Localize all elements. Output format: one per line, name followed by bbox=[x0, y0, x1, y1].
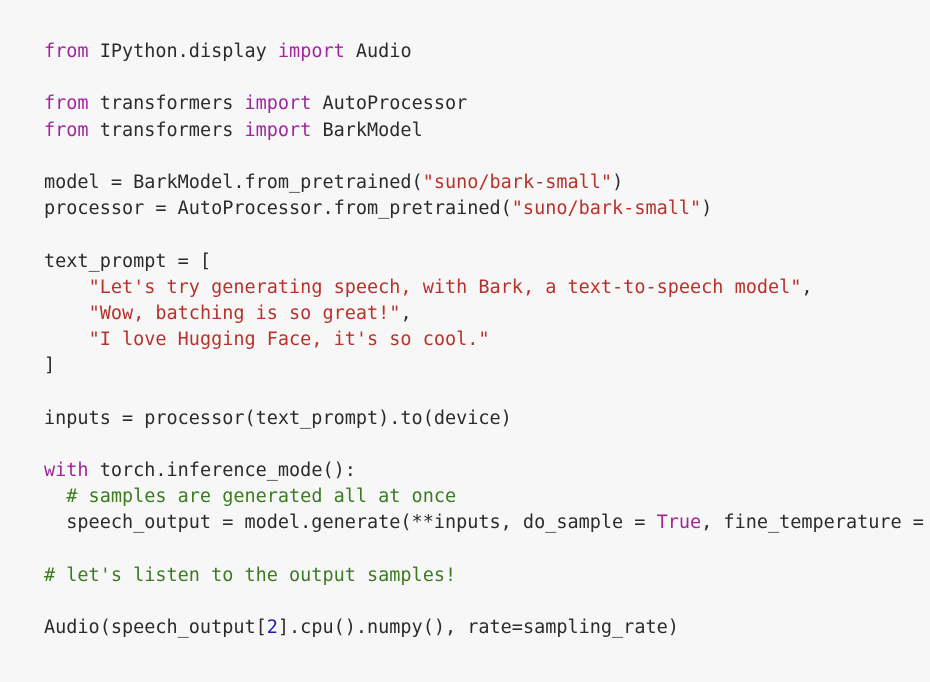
code-token: , bbox=[801, 276, 813, 298]
keyword-token: True bbox=[656, 512, 702, 534]
code-line: processor = AutoProcessor.from_pretraine… bbox=[44, 196, 930, 222]
code-line: # samples are generated all at once bbox=[44, 484, 930, 510]
code-token: inputs = processor(text_prompt).to(devic… bbox=[44, 407, 512, 429]
code-token: model = BarkModel.from_pretrained( bbox=[44, 171, 423, 193]
keyword-token: from bbox=[44, 41, 89, 62]
string-token: "suno/bark-small" bbox=[422, 171, 613, 193]
code-line bbox=[44, 65, 930, 91]
string-token: "Let's try generating speech, with Bark,… bbox=[88, 276, 802, 298]
string-token: "suno/bark-small" bbox=[511, 198, 702, 220]
number-token: 2 bbox=[266, 617, 278, 639]
code-line bbox=[44, 537, 930, 563]
code-line: ] bbox=[44, 353, 930, 379]
code-token: Audio bbox=[344, 41, 412, 62]
code-token bbox=[44, 329, 89, 350]
code-line: with torch.inference_mode(): bbox=[44, 458, 930, 484]
code-token bbox=[44, 486, 66, 507]
code-line: from transformers import BarkModel bbox=[44, 118, 930, 144]
code-line: from IPython.display import Audio bbox=[44, 39, 930, 65]
code-line bbox=[44, 222, 930, 248]
code-token: BarkModel bbox=[311, 119, 423, 141]
code-token: ) bbox=[701, 198, 713, 220]
code-line bbox=[44, 432, 930, 458]
comment-token: # let's listen to the output samples! bbox=[44, 564, 457, 586]
keyword-token: import bbox=[244, 119, 312, 141]
code-token: AutoProcessor bbox=[311, 93, 468, 115]
code-token: ] bbox=[44, 355, 56, 377]
code-token: speech_output = model.generate(**inputs,… bbox=[44, 512, 657, 534]
code-line: text_prompt = [ bbox=[44, 249, 930, 275]
code-token: IPython.display bbox=[88, 41, 278, 62]
code-line bbox=[44, 589, 930, 615]
string-token: "I love Hugging Face, it's so cool." bbox=[88, 329, 490, 351]
code-line: speech_output = model.generate(**inputs,… bbox=[44, 510, 930, 536]
comment-token: # samples are generated all at once bbox=[66, 486, 457, 508]
code-token: ) bbox=[612, 171, 624, 193]
keyword-token: import bbox=[244, 93, 312, 115]
code-token: , bbox=[400, 302, 412, 324]
keyword-token: with bbox=[44, 460, 89, 481]
code-token: ].cpu().numpy(), rate=sampling_rate) bbox=[277, 617, 679, 639]
code-line: from transformers import AutoProcessor bbox=[44, 91, 930, 117]
code-token bbox=[44, 303, 89, 324]
code-line: # let's listen to the output samples! bbox=[44, 563, 930, 589]
code-token: transformers bbox=[88, 119, 245, 141]
code-token: processor = AutoProcessor.from_pretraine… bbox=[44, 198, 512, 220]
keyword-token: import bbox=[277, 41, 345, 62]
code-line bbox=[44, 379, 930, 405]
code-token: transformers bbox=[88, 93, 245, 115]
code-line: "I love Hugging Face, it's so cool." bbox=[44, 327, 930, 353]
code-token: text_prompt = [ bbox=[44, 250, 212, 272]
code-line: "Wow, batching is so great!", bbox=[44, 301, 930, 327]
code-token: , fine_temperature = bbox=[701, 512, 930, 534]
code-line: "Let's try generating speech, with Bark,… bbox=[44, 275, 930, 301]
code-token bbox=[44, 277, 89, 298]
code-token: torch.inference_mode(): bbox=[88, 460, 356, 481]
code-line: Audio(speech_output[2].cpu().numpy(), ra… bbox=[44, 615, 930, 641]
keyword-token: from bbox=[44, 119, 89, 141]
code-token: Audio(speech_output[ bbox=[44, 617, 267, 639]
code-line: model = BarkModel.from_pretrained("suno/… bbox=[44, 170, 930, 196]
string-token: "Wow, batching is so great!" bbox=[88, 302, 401, 324]
code-line: inputs = processor(text_prompt).to(devic… bbox=[44, 406, 930, 432]
code-line bbox=[44, 144, 930, 170]
keyword-token: from bbox=[44, 93, 89, 115]
